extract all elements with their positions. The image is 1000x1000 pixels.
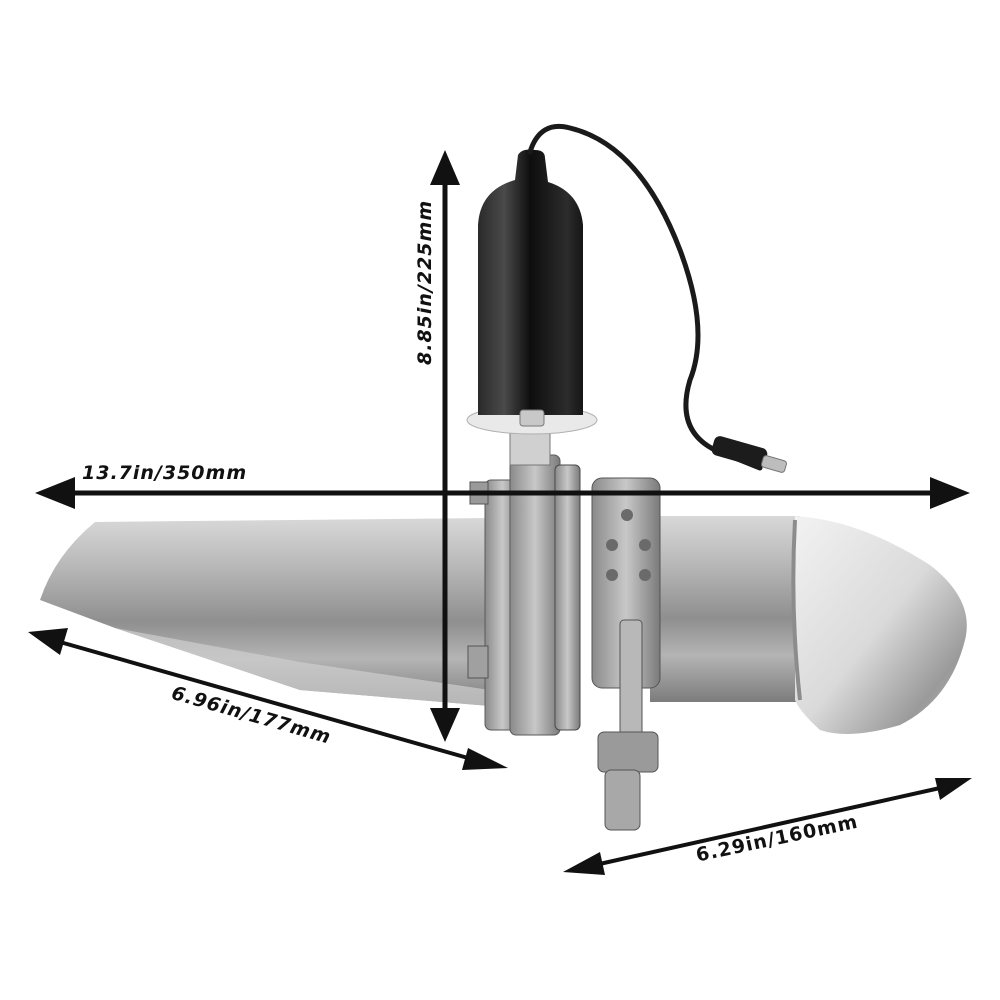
power-cable-with-dc-connector <box>527 124 787 473</box>
electric-actuator-motor <box>466 149 598 435</box>
overall-length-label: 13.7in/350mm <box>82 462 248 484</box>
arrowhead-right-diag2 <box>935 778 972 800</box>
dimension-right-pipe-line <box>563 778 972 875</box>
arrowhead-right-diag <box>462 748 508 770</box>
arrowhead-down <box>430 708 460 742</box>
arrowhead-left-diag <box>28 628 68 655</box>
dimension-left-pipe-line <box>28 628 508 770</box>
angled-cutout-pipe <box>40 518 490 706</box>
turn-down-tip <box>650 516 967 734</box>
arrowhead-right <box>930 477 970 509</box>
arrowhead-left-diag2 <box>563 852 605 875</box>
v-band-clamp <box>591 477 661 831</box>
dimension-height-line <box>430 150 460 742</box>
dimension-overall-length-line <box>35 477 970 509</box>
arrowhead-up <box>430 150 460 185</box>
height-label: 8.85in/225mm <box>414 199 436 365</box>
arrowhead-left <box>35 477 75 509</box>
valve-flange <box>467 424 581 736</box>
